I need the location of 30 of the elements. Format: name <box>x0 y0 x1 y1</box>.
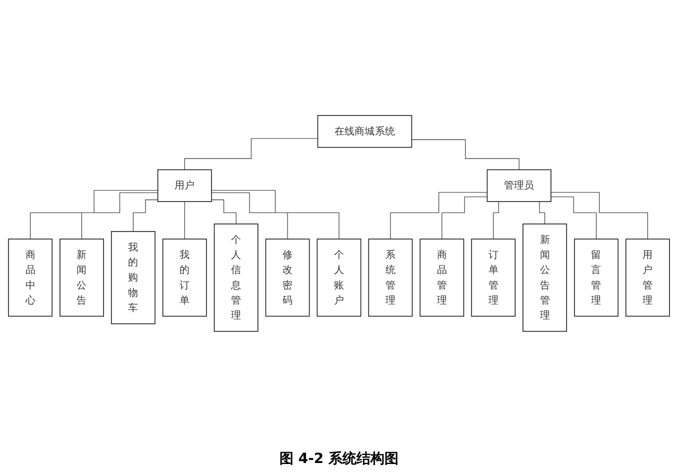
connector <box>550 192 648 239</box>
connector <box>30 190 158 239</box>
node-box: 商品管理 <box>420 238 464 316</box>
node-box: 个人信息管理 <box>214 223 258 332</box>
connector <box>184 138 318 170</box>
node-box: 修改密码 <box>265 238 310 316</box>
node-box: 用户 <box>157 168 212 202</box>
node-box: 用户管理 <box>625 238 670 316</box>
node-box: 我的购物车 <box>110 230 156 324</box>
connector <box>211 190 340 239</box>
connector <box>184 200 185 239</box>
node-box: 商品中心 <box>8 238 53 316</box>
connector <box>211 199 236 224</box>
node-box: 系统管理 <box>368 238 413 316</box>
connector <box>81 192 158 239</box>
figure-caption: 图 4-2 系统结构图 <box>279 450 399 469</box>
node-box: 管理员 <box>486 168 552 202</box>
node-box: 个人账户 <box>316 238 362 316</box>
connector <box>411 138 520 170</box>
node-box: 在线商城系统 <box>317 114 412 148</box>
node-box: 订单管理 <box>471 238 516 316</box>
node-box: 留言管理 <box>574 238 618 316</box>
connector <box>550 196 597 239</box>
connector <box>390 192 488 239</box>
node-box: 新闻公告管理 <box>522 223 568 332</box>
node-box: 我的订单 <box>162 238 207 316</box>
node-box: 新闻公告 <box>60 238 104 316</box>
connector <box>442 196 488 239</box>
connector <box>211 192 288 239</box>
connector <box>132 199 158 232</box>
